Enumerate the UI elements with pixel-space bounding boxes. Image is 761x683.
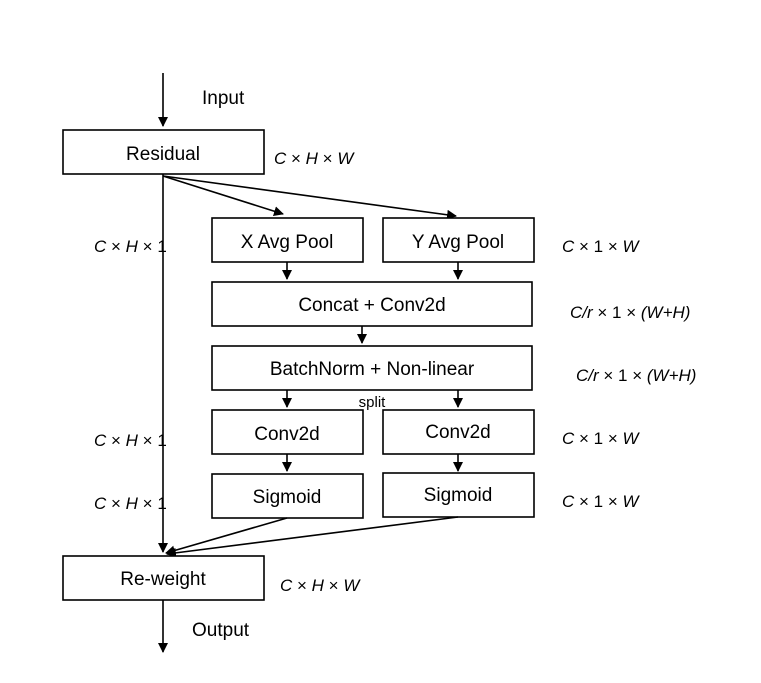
arrow-sigmoid-left-to-reweight xyxy=(165,517,288,556)
conv-right-block xyxy=(382,409,535,455)
residual-dim: C × H × W xyxy=(274,149,355,168)
conv-left-block xyxy=(211,409,364,455)
sigmoid-right-label: Sigmoid xyxy=(424,485,493,506)
x-avg-pool-block xyxy=(211,217,364,263)
sigmoid-right-block xyxy=(382,472,535,518)
arrow-to-y-pool xyxy=(162,175,457,220)
input-label: Input xyxy=(202,88,245,109)
bn-nonlinear-block xyxy=(211,345,533,391)
residual-label: Residual xyxy=(126,144,200,165)
sigmoid-left-block xyxy=(211,473,364,519)
pool-dim: C × 1 × W xyxy=(562,237,641,256)
concat-dim: C/r × 1 × (W+H) xyxy=(570,303,690,322)
skip-dim-2: C × H × 1 xyxy=(94,431,167,450)
skip-dim-1: C × H × 1 xyxy=(94,237,167,256)
bn-dim: C/r × 1 × (W+H) xyxy=(576,366,696,385)
output-label: Output xyxy=(192,620,250,641)
y-avg-pool-label: Y Avg Pool xyxy=(412,232,504,253)
arrow-to-x-pool xyxy=(162,175,284,217)
conv-right-label: Conv2d xyxy=(425,422,491,443)
y-avg-pool-block xyxy=(382,217,535,263)
times: × xyxy=(286,149,305,168)
reweight-dim: C × H × W xyxy=(280,576,361,595)
conv-left-label: Conv2d xyxy=(254,424,320,445)
bn-nonlinear-label: BatchNorm + Non-linear xyxy=(270,359,475,380)
split-label: split xyxy=(359,394,387,411)
arrow-sigmoid-right-to-reweight xyxy=(166,516,459,558)
sigmoid-dim: C × 1 × W xyxy=(562,492,641,511)
concat-conv-label: Concat + Conv2d xyxy=(298,295,445,316)
sigmoid-left-label: Sigmoid xyxy=(253,487,322,508)
conv-dim: C × 1 × W xyxy=(562,429,641,448)
reweight-label: Re-weight xyxy=(120,569,206,590)
x-avg-pool-label: X Avg Pool xyxy=(241,232,334,253)
concat-conv-block xyxy=(211,281,533,327)
skip-dim-3: C × H × 1 xyxy=(94,494,167,513)
